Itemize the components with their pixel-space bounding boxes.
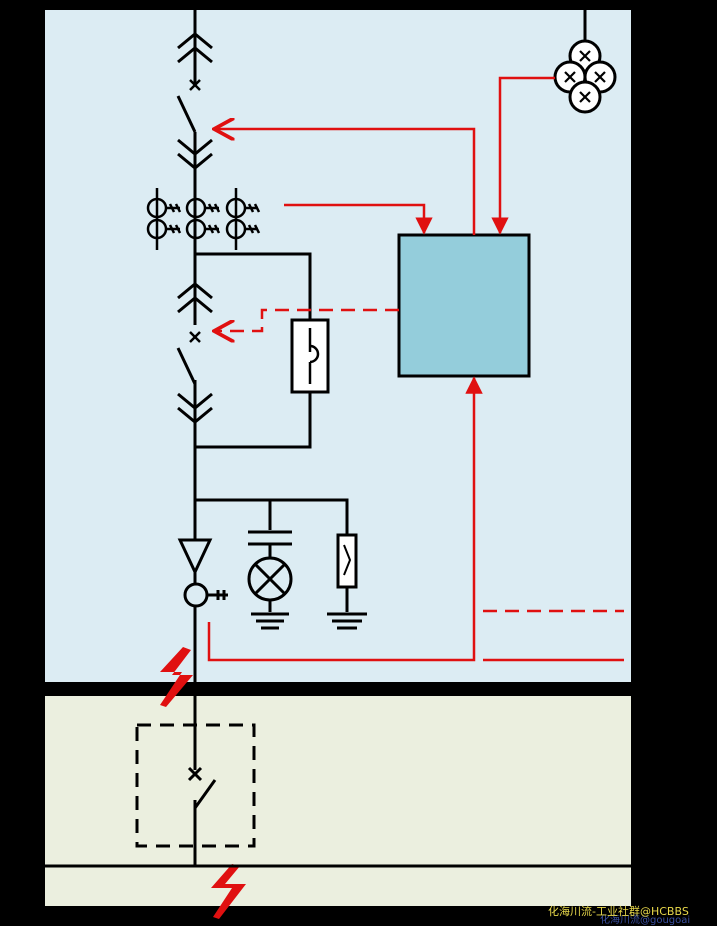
- withdrawable-contact-1-icon: [177, 138, 213, 170]
- bypass-branch: [195, 252, 312, 449]
- disconnector-blade-1-icon: [176, 95, 197, 133]
- indicator-branch: [195, 498, 349, 535]
- trip-signal-to-disconnector-1: [214, 129, 476, 235]
- withdrawable-breaker-frame: [135, 723, 256, 848]
- watermark-main: 化海川流-工业社群@HCBBS: [548, 905, 689, 918]
- ground-2-icon: [327, 612, 367, 630]
- ct-signal-to-relay: [284, 203, 433, 235]
- withdrawable-contact-3-icon: [177, 392, 213, 424]
- fault-lightning-lower-icon: [211, 864, 246, 919]
- protection-relay-box: [397, 233, 531, 378]
- control-signals: [207, 76, 624, 662]
- voltage-transformer-icon: [553, 39, 617, 114]
- surge-arrester-icon: [336, 533, 358, 612]
- diode-icon: [177, 538, 213, 576]
- cross-mark-top-icon: [189, 79, 201, 91]
- ground-1-icon: [251, 612, 289, 630]
- indicator-lamp-icon: [247, 556, 293, 612]
- lower-compartment: [45, 696, 631, 906]
- withdrawable-contact-2-icon: [177, 282, 213, 314]
- current-transformers-icon: [146, 188, 261, 250]
- disconnector-blade-2-icon: [176, 347, 197, 385]
- sensor-signal-to-relay: [207, 376, 483, 662]
- relay-signal-to-disconnector-2: [214, 308, 399, 331]
- cable-sensor-icon: [183, 582, 228, 608]
- withdrawable-contact-top-icon: [177, 32, 213, 64]
- cross-mark-2-icon: [189, 331, 201, 343]
- fuse-icon: [290, 318, 330, 394]
- watermark-sub: 化海川流@gougoai: [600, 915, 691, 926]
- circuit-breaker-icon: [187, 766, 217, 809]
- vt-signal-to-relay: [491, 76, 555, 235]
- capacitor-icon: [248, 530, 292, 558]
- fault-lightning-upper-icon: [160, 647, 193, 707]
